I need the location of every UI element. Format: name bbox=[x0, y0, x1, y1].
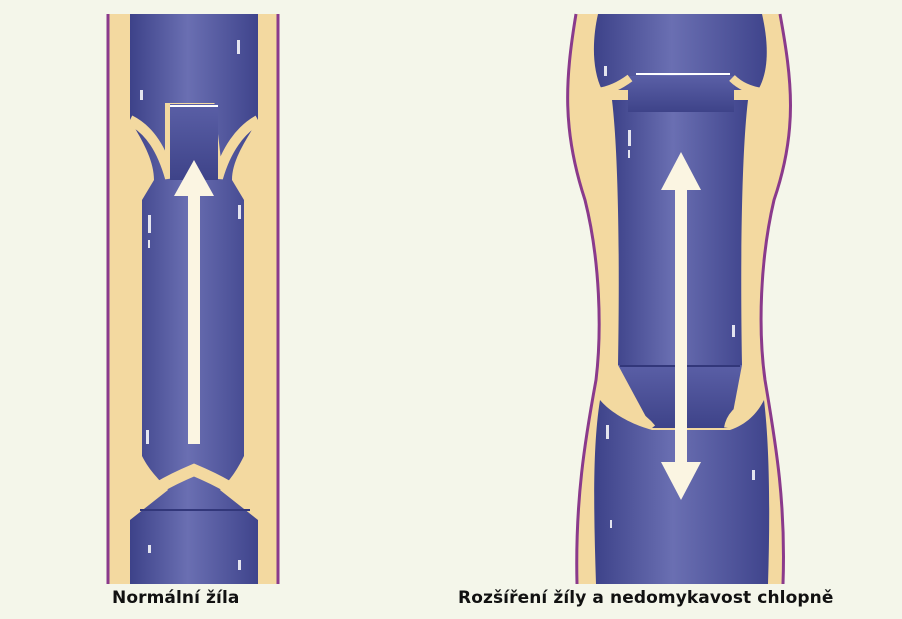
vein-illustration bbox=[0, 0, 902, 590]
varicose-vein bbox=[568, 14, 791, 584]
varicose-vein-caption: Rozšíření žíly a nedomykavost chlopně bbox=[458, 588, 833, 608]
normal-vein-caption: Normální žíla bbox=[112, 588, 239, 608]
varicose-upper-valve bbox=[628, 76, 734, 112]
normal-vein bbox=[107, 14, 279, 584]
